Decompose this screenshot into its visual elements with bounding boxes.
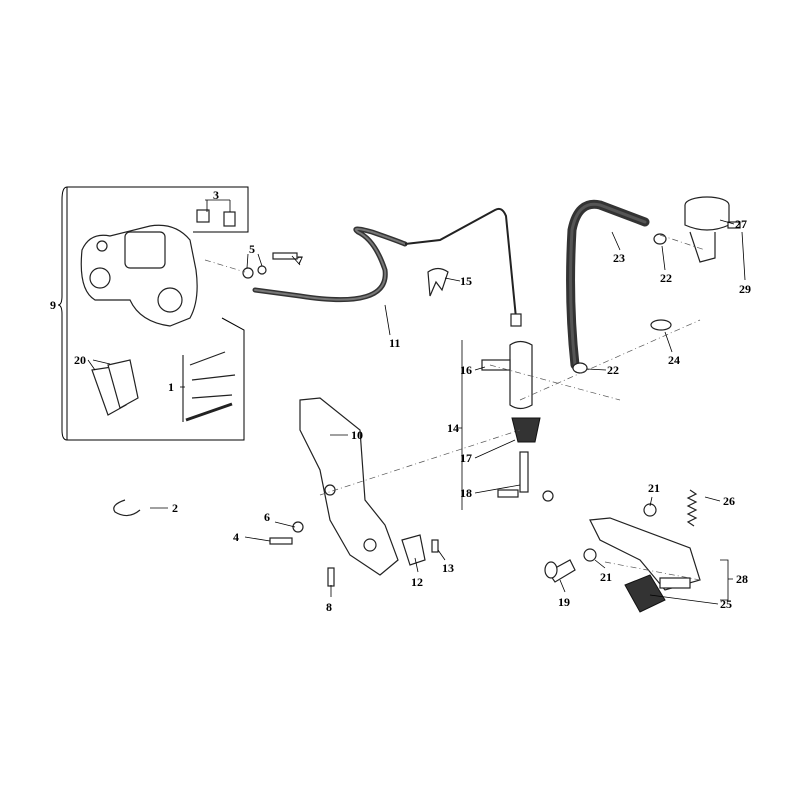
callout-21-lower: 21 xyxy=(600,570,612,584)
callout-10: 10 xyxy=(351,428,363,442)
clamps xyxy=(572,233,672,374)
callout-12: 12 xyxy=(411,575,423,589)
callout-13: 13 xyxy=(442,561,454,575)
pad-pins-clips xyxy=(182,351,236,422)
callout-29: 29 xyxy=(739,282,751,296)
callout-4: 4 xyxy=(233,530,239,544)
callout-21-upper: 21 xyxy=(648,481,660,495)
callout-25: 25 xyxy=(720,597,732,611)
callout-9: 9 xyxy=(50,298,56,312)
callout-28: 28 xyxy=(736,572,748,586)
callout-17: 17 xyxy=(460,451,472,465)
heel-guard xyxy=(299,397,426,576)
reservoir-hose xyxy=(566,199,650,370)
callout-16: 16 xyxy=(460,363,472,377)
callout-7: 7 xyxy=(297,253,303,267)
master-cylinder xyxy=(481,340,554,502)
callout-19: 19 xyxy=(558,595,570,609)
callout-22-lower: 22 xyxy=(607,363,619,377)
callout-8: 8 xyxy=(326,600,332,614)
callout-22-upper: 22 xyxy=(660,271,672,285)
bolts-3 xyxy=(196,209,236,227)
caliper-group-frame xyxy=(57,186,249,441)
callout-20: 20 xyxy=(74,353,86,367)
callout-27: 27 xyxy=(735,217,747,231)
circlip-2 xyxy=(113,499,141,517)
callout-3: 3 xyxy=(213,188,219,202)
callout-14: 14 xyxy=(447,421,459,435)
callout-24: 24 xyxy=(668,353,680,367)
brake-hose xyxy=(242,207,522,327)
callout-18: 18 xyxy=(460,486,472,500)
callout-6: 6 xyxy=(264,510,270,524)
callout-1: 1 xyxy=(168,380,174,394)
callout-23: 23 xyxy=(613,251,625,265)
brake-pads xyxy=(91,359,139,416)
brake-caliper xyxy=(80,224,198,327)
callout-11: 11 xyxy=(389,336,400,350)
callout-5: 5 xyxy=(249,242,255,256)
brake-pedal xyxy=(544,489,701,613)
callout-2: 2 xyxy=(172,501,178,515)
reservoir xyxy=(684,196,741,263)
callout-labels: 1 2 3 4 5 6 7 8 9 10 11 12 13 14 15 16 1… xyxy=(50,188,751,614)
leader-lines xyxy=(87,199,746,605)
hose-clip-15 xyxy=(427,267,449,297)
callout-26: 26 xyxy=(723,494,735,508)
callout-15: 15 xyxy=(460,274,472,288)
